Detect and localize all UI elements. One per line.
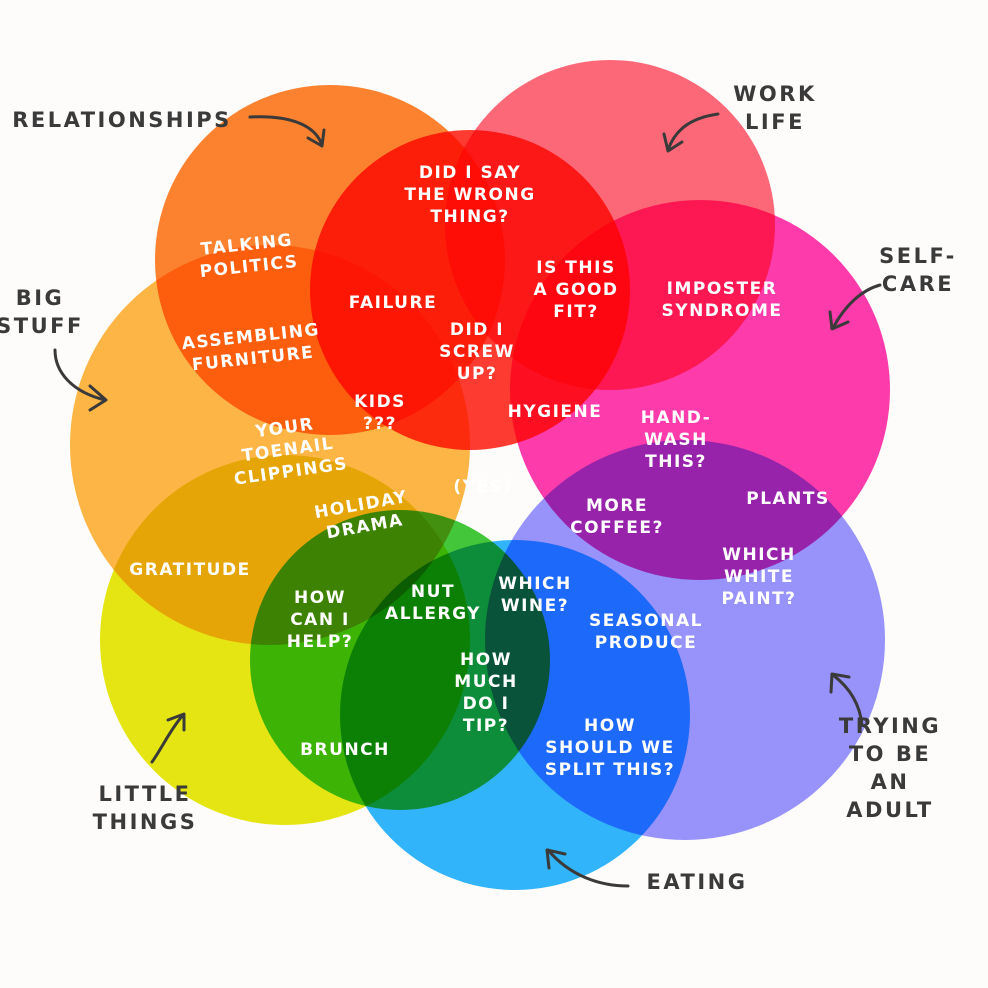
category-little-things: LITTLE THINGS xyxy=(92,782,198,834)
category-self-care: SELF- CARE xyxy=(879,244,957,296)
annotation-arrows xyxy=(53,112,882,888)
item-how-should-we-split-this: HOW SHOULD WE SPLIT THIS? xyxy=(544,716,676,780)
item-which-white-paint: WHICH WHITE PAINT? xyxy=(721,545,797,609)
arrow-little-things xyxy=(150,712,186,764)
item-which-wine: WHICH WINE? xyxy=(498,574,572,616)
item-kids: KIDS ??? xyxy=(354,392,406,434)
circle-eating xyxy=(340,540,690,890)
item-how-can-i-help: HOW CAN I HELP? xyxy=(286,588,354,652)
arrow-trying-adult xyxy=(829,672,864,727)
arrow-relationships xyxy=(248,115,326,148)
category-relationships: RELATIONSHIPS xyxy=(12,108,232,132)
arrow-big-stuff xyxy=(53,348,108,412)
item-plants: PLANTS xyxy=(746,489,830,509)
item-seasonal-produce: SEASONAL PRODUCE xyxy=(589,611,703,653)
item-did-i-say-the-wrong-thing: DID I SAY THE WRONG THING? xyxy=(404,163,536,227)
item-gratitude: GRATITUDE xyxy=(129,560,251,580)
arrow-self-care xyxy=(828,283,882,331)
item-did-i-screw-up: DID I SCREW UP? xyxy=(439,320,515,384)
item-is-this-a-good-fit: IS THIS A GOOD FIT? xyxy=(533,258,619,322)
category-trying-to-be-an-adult: TRYING TO BE AN ADULT xyxy=(838,714,942,822)
item-imposter-syndrome: IMPOSTER SYNDROME xyxy=(661,279,783,321)
category-big-stuff: BIG STUFF xyxy=(0,286,84,338)
item-nut-allergy: NUT ALLERGY xyxy=(385,582,481,624)
arrow-eating xyxy=(545,848,630,888)
category-eating: EATING xyxy=(646,870,748,894)
arrow-work-life xyxy=(662,112,720,153)
item-hand-wash-this: HAND- WASH THIS? xyxy=(640,408,712,472)
item-more-coffee: MORE COFFEE? xyxy=(570,496,664,538)
item-brunch: BRUNCH xyxy=(300,740,390,760)
item-hygiene: HYGIENE xyxy=(507,402,603,422)
item-how-much-do-i-tip: HOW MUCH DO I TIP? xyxy=(454,650,518,736)
category-work-life: WORK LIFE xyxy=(733,82,817,134)
item-yes: (YES) xyxy=(453,477,513,497)
item-failure: FAILURE xyxy=(348,293,438,313)
